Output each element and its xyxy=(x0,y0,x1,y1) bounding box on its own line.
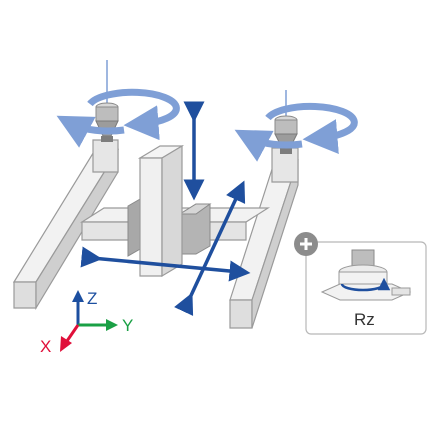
x-motion-arrow xyxy=(174,180,246,316)
x-axis-label: X xyxy=(40,337,51,356)
rz-label: Rz xyxy=(354,310,375,329)
z-axis-label: Z xyxy=(87,289,97,308)
zoom-badge-icon xyxy=(294,232,318,256)
y-axis-label: Y xyxy=(122,316,133,335)
right-rotation-arrow xyxy=(234,102,358,162)
left-spindle-tower xyxy=(92,139,119,173)
vertical-column xyxy=(137,144,185,278)
right-rail xyxy=(229,159,299,329)
rz-inset-panel: Rz xyxy=(294,232,427,335)
left-rotation-arrow xyxy=(56,88,180,148)
axis-triad: Z Y X xyxy=(40,289,133,356)
rz-rotation-arrow xyxy=(340,277,391,292)
